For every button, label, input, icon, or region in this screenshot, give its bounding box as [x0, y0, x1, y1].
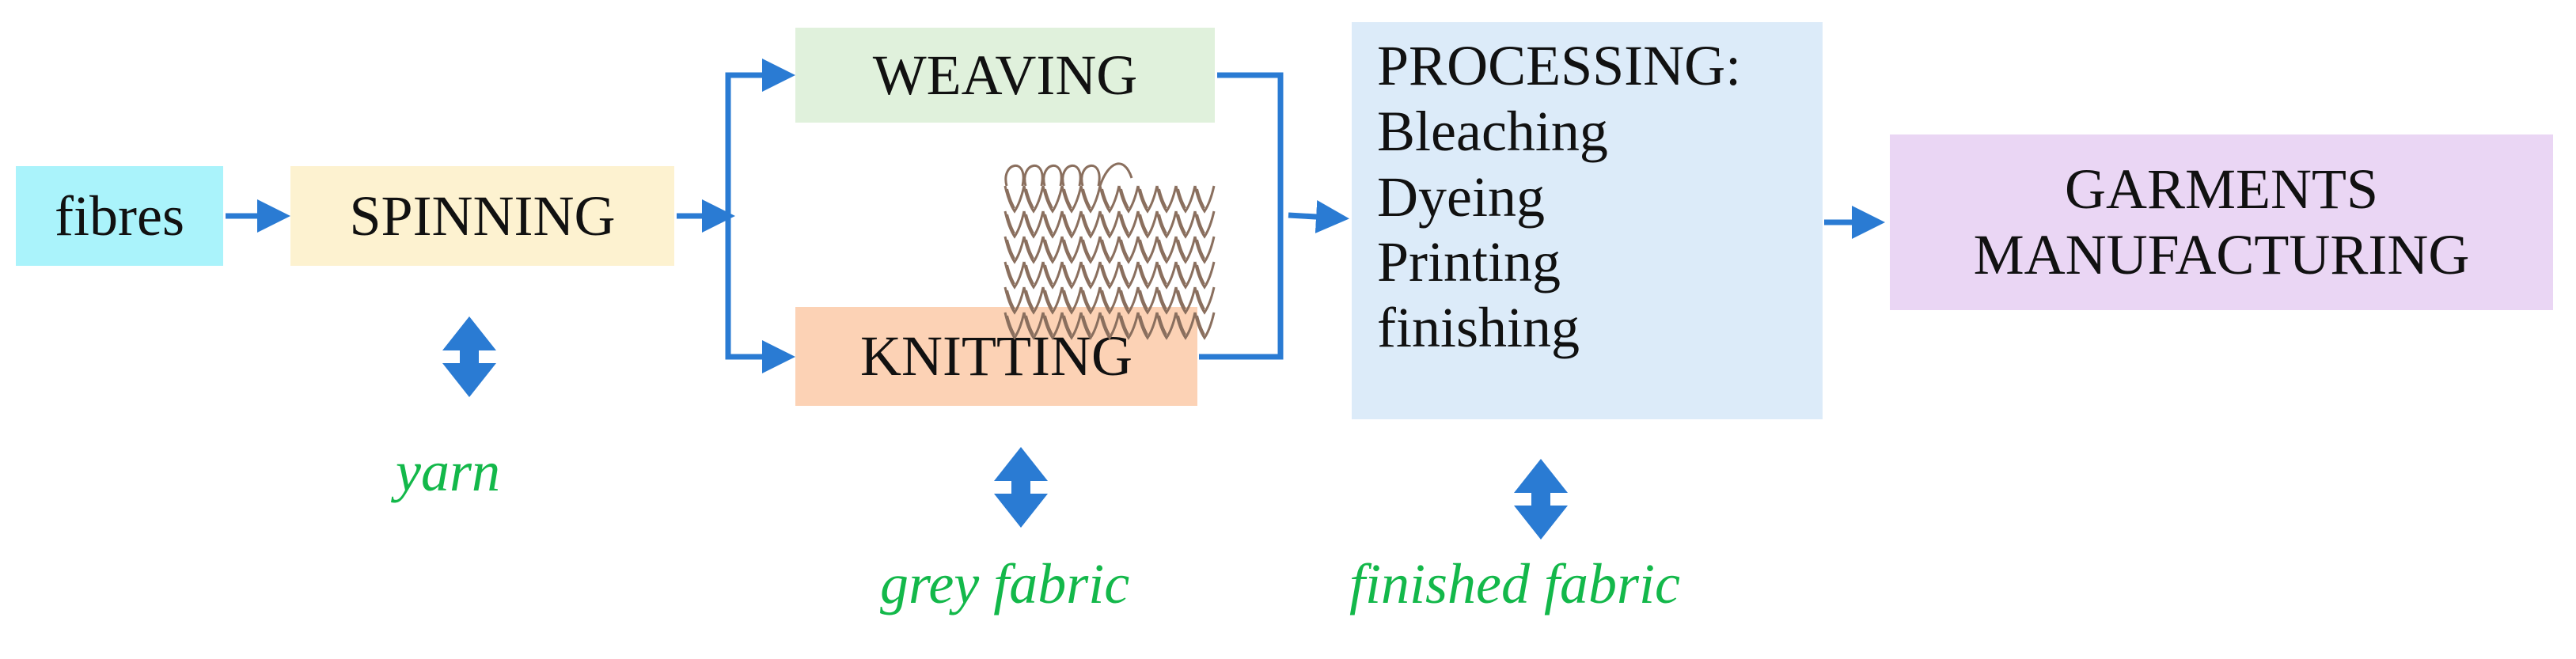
caption-yarn: yarn — [396, 440, 500, 503]
knitting-box: KNITTING — [795, 307, 1197, 406]
arrow-merge-to-processing — [1288, 200, 1349, 233]
fibres-box: fibres — [16, 166, 223, 266]
processing-box: PROCESSING: Bleaching Dyeing Printing fi… — [1352, 22, 1823, 419]
processing-step-printing: Printing — [1377, 230, 1561, 294]
processing-step-finishing: finishing — [1377, 296, 1580, 360]
garments-line-2: MANUFACTURING — [1973, 223, 2470, 286]
garments-line-1: GARMENTS — [2064, 157, 2379, 222]
garments-box: GARMENTS MANUFACTURING — [1890, 134, 2553, 310]
fibres-label: fibres — [55, 184, 184, 248]
processing-title: PROCESSING: — [1377, 34, 1742, 97]
processing-step-bleaching: Bleaching — [1377, 99, 1608, 163]
arrow-branch-to-knitting — [725, 215, 795, 373]
knitting-label: KNITTING — [860, 324, 1132, 388]
caption-grey-fabric: grey fabric — [880, 552, 1130, 615]
arrow-branch-to-weaving — [725, 59, 795, 357]
garments-content: GARMENTS MANUFACTURING — [1974, 157, 2470, 288]
caption-finished-fabric: finished fabric — [1349, 552, 1680, 615]
processing-step-dyeing: Dyeing — [1377, 165, 1545, 229]
processing-content: PROCESSING: Bleaching Dyeing Printing fi… — [1377, 33, 1741, 361]
weaving-box: WEAVING — [795, 28, 1215, 123]
connector-weaving-out — [1199, 72, 1284, 360]
weaving-label: WEAVING — [872, 43, 1138, 107]
spinning-label: SPINNING — [349, 184, 616, 248]
spinning-box: SPINNING — [290, 166, 674, 266]
